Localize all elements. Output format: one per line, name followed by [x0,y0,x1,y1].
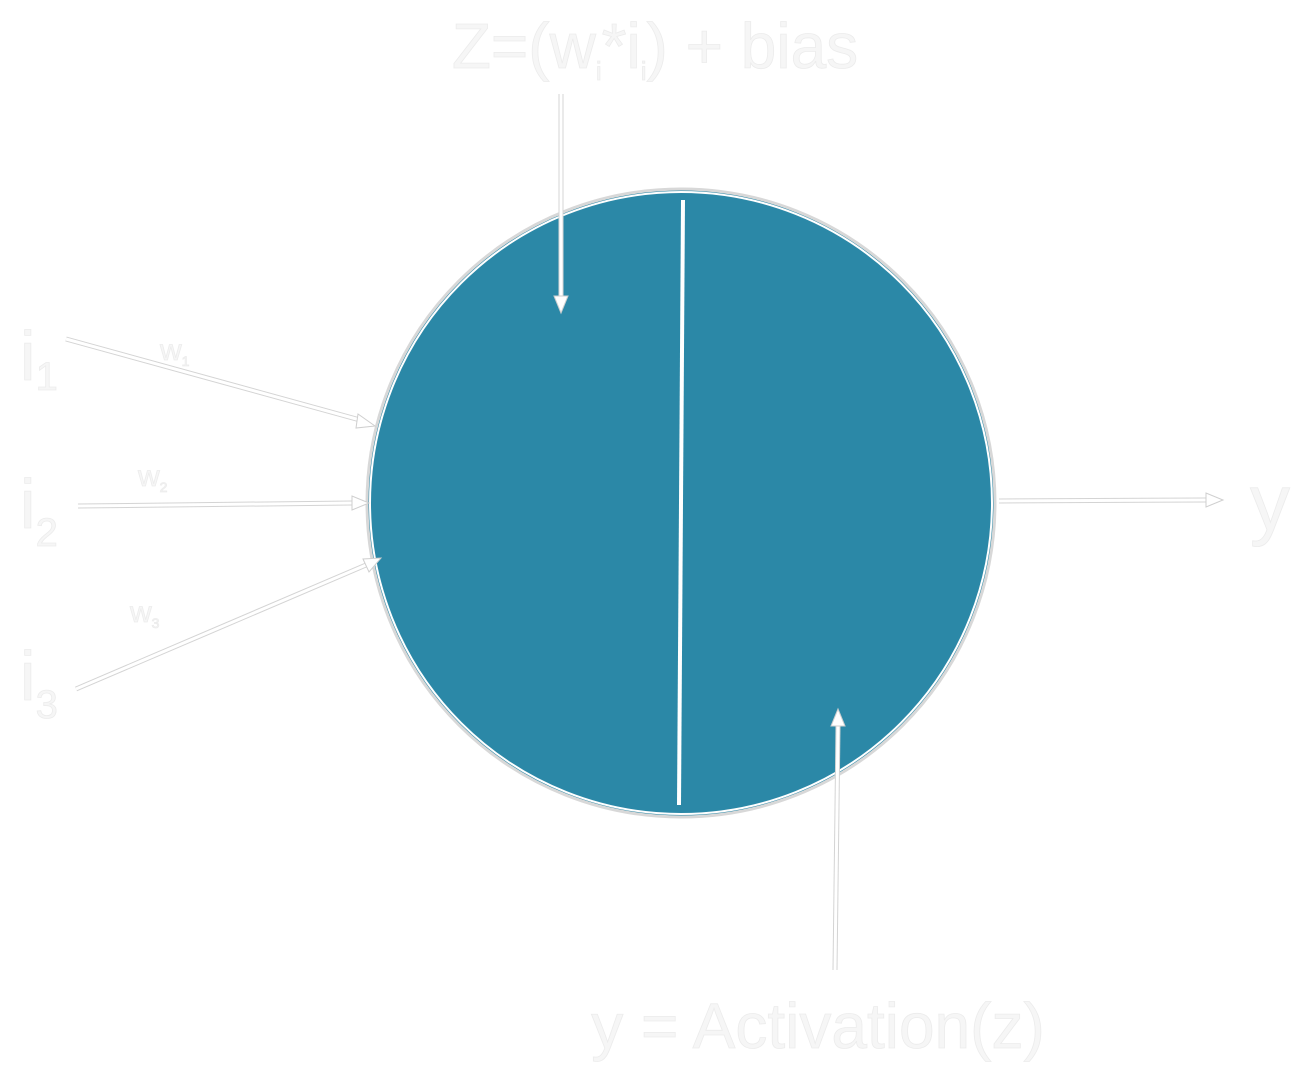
output-label: y [1250,458,1290,547]
weight-1-label: w1 [159,334,190,369]
weight-2-label: w2 [137,460,168,495]
input-edge-2 [77,495,371,511]
neuron-divider [677,199,685,806]
output-arrowhead [1205,492,1225,508]
input-2-arrowhead [351,495,371,511]
activation-arrowhead [830,707,846,727]
input-edge-3 [75,557,383,692]
summation-arrow [553,94,569,315]
input-1-label: i1 [20,317,58,399]
input-2-label: i2 [20,465,58,555]
weight-3-label: w3 [129,596,160,631]
activation-arrow [830,707,846,971]
summation-arrowhead [553,295,569,315]
input-edge-1 [65,336,377,429]
activation-formula: y = Activation(z) [591,990,1045,1062]
input-3-arrowhead [362,557,383,573]
input-1-arrowhead [355,413,377,429]
output-edge [998,492,1225,508]
input-3-label: i3 [20,637,58,727]
neuron [365,187,997,819]
summation-formula: Z=(wi*ii) + bias [452,10,858,86]
